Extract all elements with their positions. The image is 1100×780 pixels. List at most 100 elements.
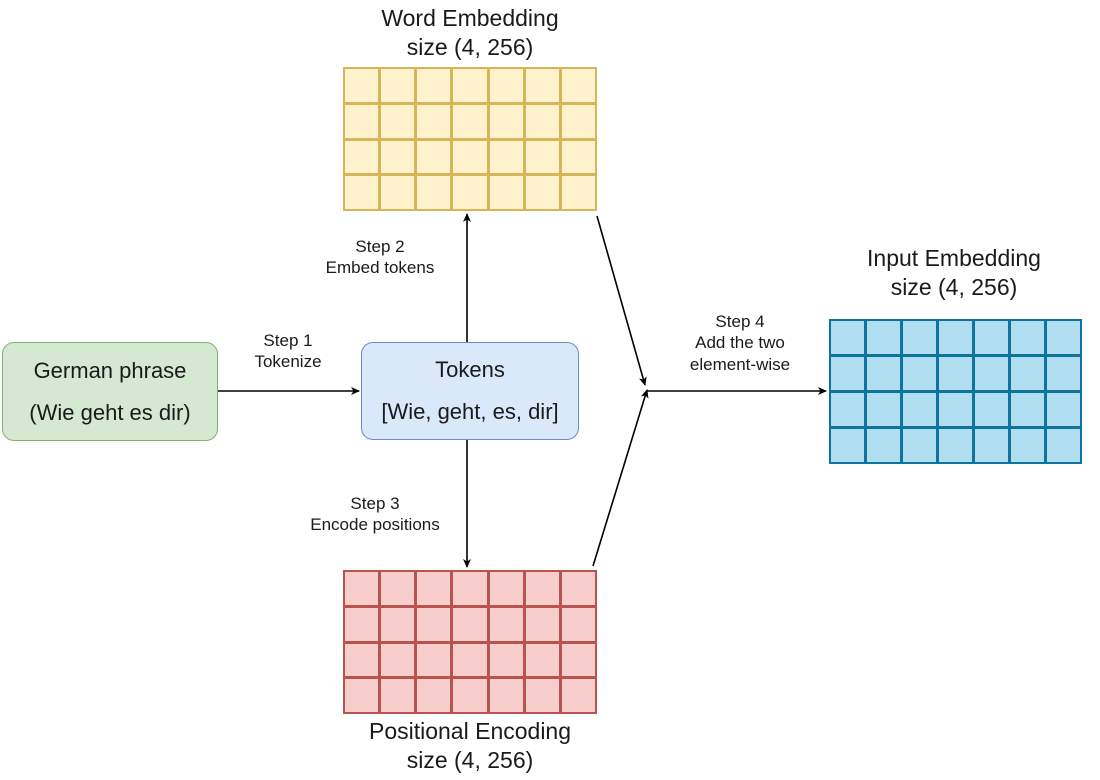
matrix-cell — [1047, 357, 1080, 390]
matrix-cell — [867, 357, 900, 390]
step4-desc-line2: element-wise — [689, 354, 791, 374]
step4-title: Step 4 — [715, 312, 765, 331]
matrix-cell — [345, 104, 379, 138]
input-embedding-matrix — [829, 319, 1082, 464]
german-phrase-node: German phrase (Wie geht es dir) — [2, 342, 218, 441]
matrix-cell — [417, 607, 451, 641]
matrix-cell — [453, 140, 487, 174]
matrix-cell — [561, 140, 595, 174]
matrix-cell — [975, 321, 1008, 354]
matrix-cell — [489, 572, 523, 605]
matrix-cell — [831, 429, 864, 462]
matrix-cell — [453, 643, 487, 677]
matrix-cell — [345, 643, 379, 677]
matrix-cell — [453, 69, 487, 102]
matrix-cell — [489, 643, 523, 677]
matrix-cell — [453, 607, 487, 641]
matrix-cell — [489, 140, 523, 174]
matrix-cell — [561, 104, 595, 138]
matrix-cell — [381, 679, 415, 712]
matrix-cell — [1011, 357, 1044, 390]
matrix-cell — [381, 69, 415, 102]
matrix-cell — [453, 176, 487, 209]
step3-title: Step 3 — [350, 494, 400, 513]
matrix-cell — [417, 176, 451, 209]
matrix-cell — [489, 679, 523, 712]
step4-label: Step 4 Add the two element-wise — [670, 311, 810, 375]
matrix-cell — [381, 176, 415, 209]
matrix-cell — [381, 104, 415, 138]
matrix-cell — [939, 357, 972, 390]
step1-desc: Tokenize — [254, 352, 322, 372]
matrix-cell — [345, 176, 379, 209]
input-embedding-title-text: Input Embedding — [867, 245, 1041, 271]
matrix-cell — [831, 321, 864, 354]
positional-encoding-size-text: size (4, 256) — [406, 746, 534, 773]
step3-label: Step 3 Encode positions — [290, 493, 460, 536]
tokens-list: [Wie, geht, es, dir] — [381, 399, 559, 424]
matrix-cell — [975, 357, 1008, 390]
matrix-cell — [903, 321, 936, 354]
matrix-cell — [345, 607, 379, 641]
matrix-cell — [381, 643, 415, 677]
matrix-cell — [417, 140, 451, 174]
matrix-cell — [489, 69, 523, 102]
step4-desc-line1: Add the two — [695, 333, 785, 353]
word-embedding-title: Word Embedding size (4, 256) — [320, 4, 620, 62]
matrix-cell — [489, 104, 523, 138]
matrix-cell — [867, 321, 900, 354]
matrix-cell — [345, 572, 379, 605]
matrix-cell — [1011, 393, 1044, 426]
matrix-cell — [525, 679, 559, 712]
matrix-cell — [345, 679, 379, 712]
matrix-cell — [381, 140, 415, 174]
matrix-cell — [939, 321, 972, 354]
matrix-cell — [939, 429, 972, 462]
matrix-cell — [561, 176, 595, 209]
german-phrase-text: (Wie geht es dir) — [29, 399, 191, 425]
word-embedding-size-text: size (4, 256) — [406, 33, 534, 60]
matrix-cell — [345, 69, 379, 102]
matrix-cell — [975, 429, 1008, 462]
matrix-cell — [1047, 321, 1080, 354]
step1-title: Step 1 — [263, 331, 313, 350]
matrix-cell — [1047, 393, 1080, 426]
matrix-cell — [417, 104, 451, 138]
matrix-cell — [903, 357, 936, 390]
matrix-cell — [417, 679, 451, 712]
german-phrase-label: German phrase — [33, 357, 187, 383]
input-embedding-size-text: size (4, 256) — [890, 273, 1018, 300]
input-embedding-title: Input Embedding size (4, 256) — [804, 244, 1100, 302]
matrix-cell — [903, 429, 936, 462]
matrix-cell — [831, 393, 864, 426]
positional-encoding-title: Positional Encoding size (4, 256) — [320, 717, 620, 775]
matrix-cell — [417, 643, 451, 677]
matrix-cell — [345, 140, 379, 174]
matrix-cell — [1011, 429, 1044, 462]
matrix-cell — [939, 393, 972, 426]
matrix-cell — [381, 572, 415, 605]
matrix-cell — [525, 69, 559, 102]
matrix-cell — [561, 679, 595, 712]
matrix-cell — [867, 393, 900, 426]
matrix-cell — [525, 607, 559, 641]
step3-desc: Encode positions — [310, 515, 440, 535]
matrix-cell — [525, 176, 559, 209]
step2-desc: Embed tokens — [325, 258, 435, 278]
matrix-cell — [525, 572, 559, 605]
matrix-cell — [417, 69, 451, 102]
matrix-cell — [867, 429, 900, 462]
matrix-cell — [381, 607, 415, 641]
edge-positional-encoding-to-add — [592, 389, 649, 567]
matrix-cell — [453, 572, 487, 605]
step2-title: Step 2 — [355, 237, 405, 256]
matrix-cell — [525, 140, 559, 174]
matrix-cell — [561, 607, 595, 641]
matrix-cell — [1011, 321, 1044, 354]
tokens-label: Tokens — [435, 357, 505, 382]
positional-encoding-title-text: Positional Encoding — [368, 718, 572, 744]
positional-encoding-matrix — [343, 570, 597, 714]
matrix-cell — [453, 679, 487, 712]
